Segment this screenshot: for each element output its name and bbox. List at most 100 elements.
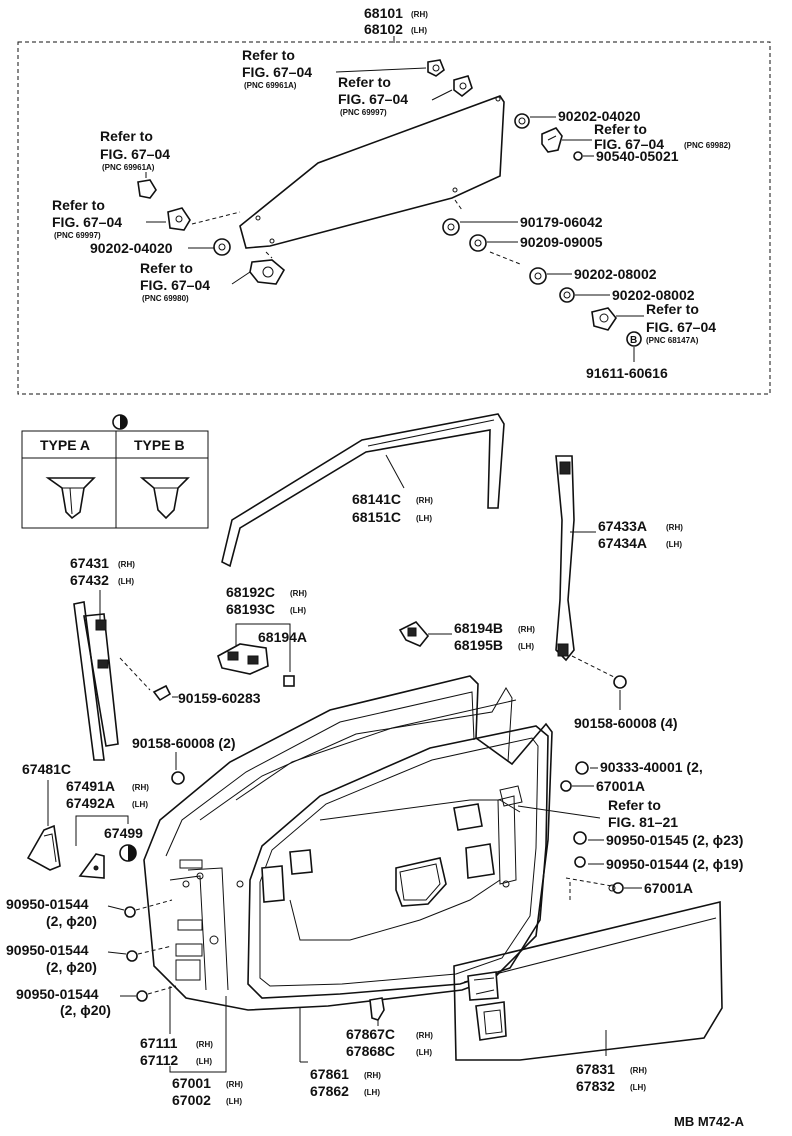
clip-type-legend: TYPE A TYPE B: [21, 430, 209, 529]
part-label: 67481C: [22, 761, 71, 777]
clip-type-a-icon: [45, 477, 96, 520]
part-number-label: 90202-08002: [574, 266, 657, 282]
part-number-label: 90179-06042: [520, 214, 603, 230]
door-glass: [239, 95, 505, 249]
washer-icon: [529, 267, 547, 285]
part-label: 67112: [140, 1052, 178, 1068]
ref-label: Refer to: [52, 197, 105, 213]
label-68101: 68101: [364, 5, 403, 21]
part-label: 67111: [140, 1035, 178, 1051]
corner-cover: [26, 824, 61, 871]
washer-icon: [573, 151, 583, 161]
qty-label: (2, ϕ20): [46, 913, 97, 929]
ref-label: Refer to: [646, 301, 699, 317]
washer-icon: [559, 287, 575, 303]
part-number-label: 90202-04020: [558, 108, 641, 124]
ref-label: Refer to: [140, 260, 193, 276]
corner-piece: [78, 853, 105, 879]
lh-tag: (LH): [518, 642, 534, 651]
pnc-label: (PNC 69982): [684, 141, 731, 150]
label-68102: 68102: [364, 21, 403, 37]
ref-fig-label: FIG. 67–04: [646, 319, 716, 335]
label-68102-lh: (LH): [411, 26, 427, 35]
label-68101-rh: (RH): [411, 10, 428, 19]
rh-tag: (RH): [416, 1031, 433, 1040]
part-number-label: 90950-01544: [16, 986, 99, 1002]
part-label: 67002: [172, 1092, 211, 1108]
rh-tag: (RH): [518, 625, 535, 634]
lh-tag: (LH): [196, 1057, 212, 1066]
door-panel: [143, 675, 553, 1011]
door-trim-pad: [453, 900, 723, 1061]
part-number-label: 90159-60283: [178, 690, 261, 706]
lh-tag: (LH): [290, 606, 306, 615]
hole-plug-icon: [574, 856, 586, 868]
pnc-label: (PNC 68147A): [646, 336, 699, 345]
pnc-label: (PNC 69961A): [244, 81, 297, 90]
part-number-label: 90202-08002: [612, 287, 695, 303]
part-number-label: 90950-01544: [6, 942, 89, 958]
washer-icon: [514, 113, 530, 129]
lh-tag: (LH): [630, 1083, 646, 1092]
clip-icon: [427, 59, 445, 77]
part-label: 67431: [70, 555, 109, 571]
part-label: 67492A: [66, 795, 115, 811]
ref-label: Refer to: [608, 797, 661, 813]
ref-label: Refer to: [100, 128, 153, 144]
qty-label: (2, ϕ20): [60, 1002, 111, 1018]
ref-label: Refer to: [242, 47, 295, 63]
part-number-label: 90333-40001 (2,: [600, 759, 703, 775]
part-number-label: 90202-04020: [90, 240, 173, 256]
part-number-label: 90158-60008 (2): [132, 735, 236, 751]
ref-label: Refer to: [594, 121, 647, 137]
part-number-label: 91611-60616: [586, 365, 668, 381]
part-label: 67862: [310, 1083, 349, 1099]
lh-tag: (LH): [226, 1097, 242, 1106]
roller-icon: [591, 307, 617, 331]
type-b-header: TYPE B: [134, 437, 185, 453]
type-a-header: TYPE A: [40, 437, 90, 453]
front-lower-channel: [73, 601, 119, 761]
part-label: 67491A: [66, 778, 115, 794]
part-number-label: 90209-09005: [520, 234, 603, 250]
bolt-b-icon: B: [626, 331, 642, 347]
glass-group-frame: [17, 41, 771, 395]
lh-tag: (LH): [416, 1048, 432, 1057]
svg-text:B: B: [630, 335, 637, 346]
part-label: 67868C: [346, 1043, 395, 1059]
rh-tag: (RH): [630, 1066, 647, 1075]
part-label: 68193C: [226, 601, 275, 617]
bolt-icon: [613, 675, 627, 689]
part-label: 68151C: [352, 509, 401, 525]
hole-plug-icon: [126, 950, 138, 962]
part-number-label: 90950-01544 (2, ϕ19): [606, 856, 743, 872]
lh-tag: (LH): [364, 1088, 380, 1097]
qty-label: (2, ϕ20): [46, 959, 97, 975]
rh-tag: (RH): [290, 589, 307, 598]
part-label: 67433A: [598, 518, 647, 534]
ref-fig-label: FIG. 67–04: [140, 277, 210, 293]
part-number-label: 67001A: [644, 880, 693, 896]
rear-lower-channel: [555, 455, 575, 662]
part-number-label: 90540-05021: [596, 148, 679, 164]
part-label: 68194B: [454, 620, 503, 636]
clip-icon: [453, 75, 473, 98]
part-label: 67499: [104, 825, 143, 841]
half-circle-symbol: [112, 414, 128, 430]
part-label: 67832: [576, 1078, 615, 1094]
bolt-icon: [152, 684, 172, 702]
rh-tag: (RH): [416, 496, 433, 505]
hole-plug-icon: [573, 831, 587, 845]
figure-code: MB M742-A: [674, 1114, 745, 1129]
retainer-clip-icon: [369, 997, 385, 1026]
clip-type-b-icon: [139, 477, 190, 520]
ref-label: Refer to: [338, 74, 391, 90]
screw-icon: [283, 675, 295, 687]
part-label: 67001: [172, 1075, 211, 1091]
lh-tag: (LH): [666, 540, 682, 549]
clip-icon: [575, 761, 589, 775]
clip-icon: [560, 780, 572, 792]
nut-icon: [469, 234, 487, 252]
